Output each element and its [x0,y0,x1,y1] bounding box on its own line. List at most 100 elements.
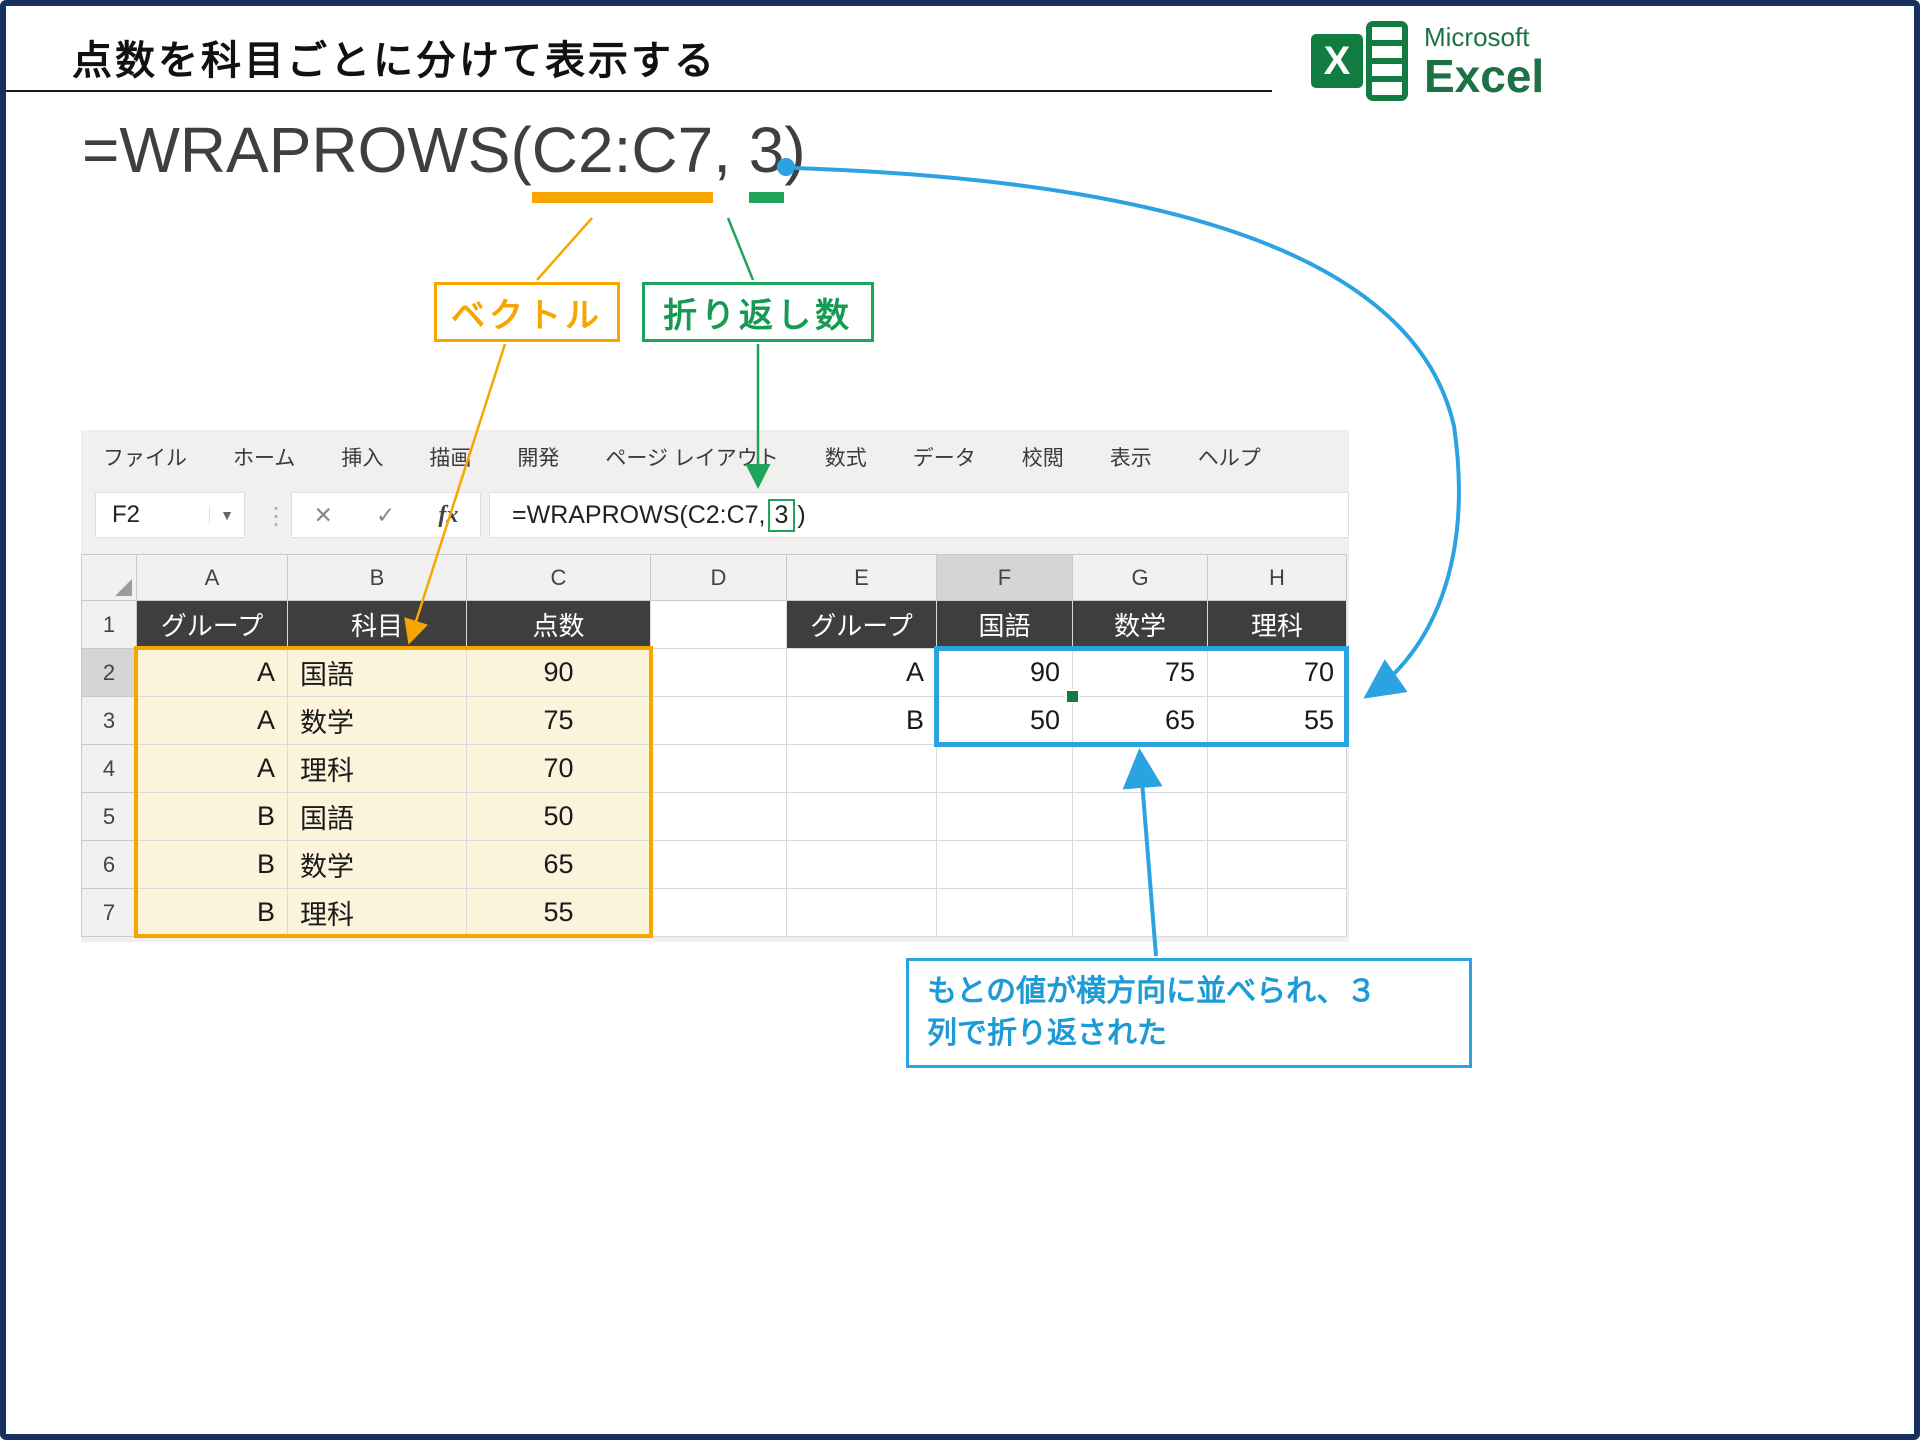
cell[interactable] [787,793,937,841]
cell[interactable] [1208,793,1347,841]
cell[interactable] [651,697,787,745]
cell[interactable] [651,601,787,649]
row-header[interactable]: 2 [82,649,137,697]
menu-tab[interactable]: ホーム [233,447,296,470]
col-header[interactable]: A [137,555,288,601]
cell[interactable]: 数学 [288,697,467,745]
cell[interactable] [1208,841,1347,889]
menu-tab[interactable]: 描画 [429,447,472,470]
cell[interactable] [937,745,1073,793]
cell[interactable]: B [137,841,288,889]
cell[interactable] [787,841,937,889]
cell[interactable] [1073,841,1208,889]
row-header[interactable]: 1 [82,601,137,649]
col-header[interactable]: H [1208,555,1347,601]
col-header[interactable]: F [937,555,1073,601]
cell[interactable] [651,889,787,937]
formula-input[interactable]: =WRAPROWS(C2:C7,3) [489,492,1349,538]
fill-handle[interactable] [1065,689,1080,704]
cell[interactable]: 50 [467,793,651,841]
cell[interactable] [1208,745,1347,793]
cell[interactable] [787,745,937,793]
row-header[interactable]: 4 [82,745,137,793]
cell[interactable] [937,793,1073,841]
cell[interactable] [651,745,787,793]
formula-suffix: ) [784,114,806,186]
dropdown-icon[interactable]: ▼ [209,507,234,523]
cell[interactable]: 90 [467,649,651,697]
vector-callout: ベクトル [434,282,620,342]
cell[interactable] [1073,889,1208,937]
cell[interactable]: 国語 [288,649,467,697]
cell[interactable]: 65 [1073,697,1208,745]
annotation-line: 列で折り返された [927,1017,1167,1050]
enter-icon[interactable]: ✓ [375,501,396,528]
cell[interactable]: 70 [467,745,651,793]
cell[interactable] [1208,889,1347,937]
cell[interactable]: A [787,649,937,697]
insert-function-icon[interactable]: fx [438,501,459,528]
menu-tab[interactable]: 表示 [1109,447,1152,470]
cell[interactable]: A [137,745,288,793]
row-header[interactable]: 5 [82,793,137,841]
cell[interactable]: 55 [1208,697,1347,745]
formula-separator: , [713,114,749,186]
cell[interactable]: 70 [1208,649,1347,697]
row-header[interactable]: 6 [82,841,137,889]
col-header[interactable]: B [288,555,467,601]
cell[interactable] [651,841,787,889]
cell[interactable]: 55 [467,889,651,937]
cell[interactable]: 75 [467,697,651,745]
cell[interactable]: グループ [137,601,288,649]
menu-tab[interactable]: ヘルプ [1197,447,1261,470]
cell[interactable] [937,889,1073,937]
menu-tab[interactable]: ページ レイアウト [605,447,779,470]
cell[interactable]: 国語 [288,793,467,841]
cell[interactable]: 国語 [937,601,1073,649]
cell[interactable] [651,649,787,697]
row-header[interactable]: 3 [82,697,137,745]
cell[interactable]: 90 [937,649,1073,697]
col-header[interactable]: D [651,555,787,601]
col-header[interactable]: E [787,555,937,601]
excel-logo-icon: X [1309,18,1409,109]
select-all-corner[interactable] [82,555,137,601]
cell[interactable]: 理科 [1208,601,1347,649]
cancel-icon[interactable]: ✕ [313,501,333,528]
cell[interactable]: B [137,793,288,841]
cell[interactable]: 科目 [288,601,467,649]
menu-tab[interactable]: ファイル [103,447,187,470]
cell[interactable] [1073,793,1208,841]
menu-tab[interactable]: 開発 [517,447,560,470]
cell[interactable] [1073,745,1208,793]
cell[interactable]: B [787,697,937,745]
cell[interactable]: 65 [467,841,651,889]
cell[interactable] [787,889,937,937]
menu-tab[interactable]: 校閲 [1021,447,1064,470]
col-header[interactable]: C [467,555,651,601]
menu-tab[interactable]: 挿入 [341,447,384,470]
formula-bar-separator: ⋮ [264,503,288,530]
cell[interactable]: 理科 [288,889,467,937]
cell[interactable]: B [137,889,288,937]
cell[interactable]: 点数 [467,601,651,649]
menu-tab[interactable]: データ [912,447,976,470]
cell[interactable]: A [137,697,288,745]
cell[interactable]: 理科 [288,745,467,793]
col-header[interactable]: G [1073,555,1208,601]
cell[interactable] [651,793,787,841]
row-header[interactable]: 7 [82,889,137,937]
cell[interactable]: 75 [1073,649,1208,697]
cell[interactable]: 50 [937,697,1073,745]
cell[interactable]: グループ [787,601,937,649]
wrap-arg-highlight: 3 [767,498,796,532]
name-box[interactable]: F2 ▼ [95,492,245,538]
menu-tab[interactable]: 数式 [824,447,867,470]
vector-connector-line [536,217,593,281]
cell[interactable]: A [137,649,288,697]
name-box-value: F2 [112,501,141,528]
cell[interactable]: 数学 [1073,601,1208,649]
cell[interactable]: 数学 [288,841,467,889]
cell[interactable] [937,841,1073,889]
